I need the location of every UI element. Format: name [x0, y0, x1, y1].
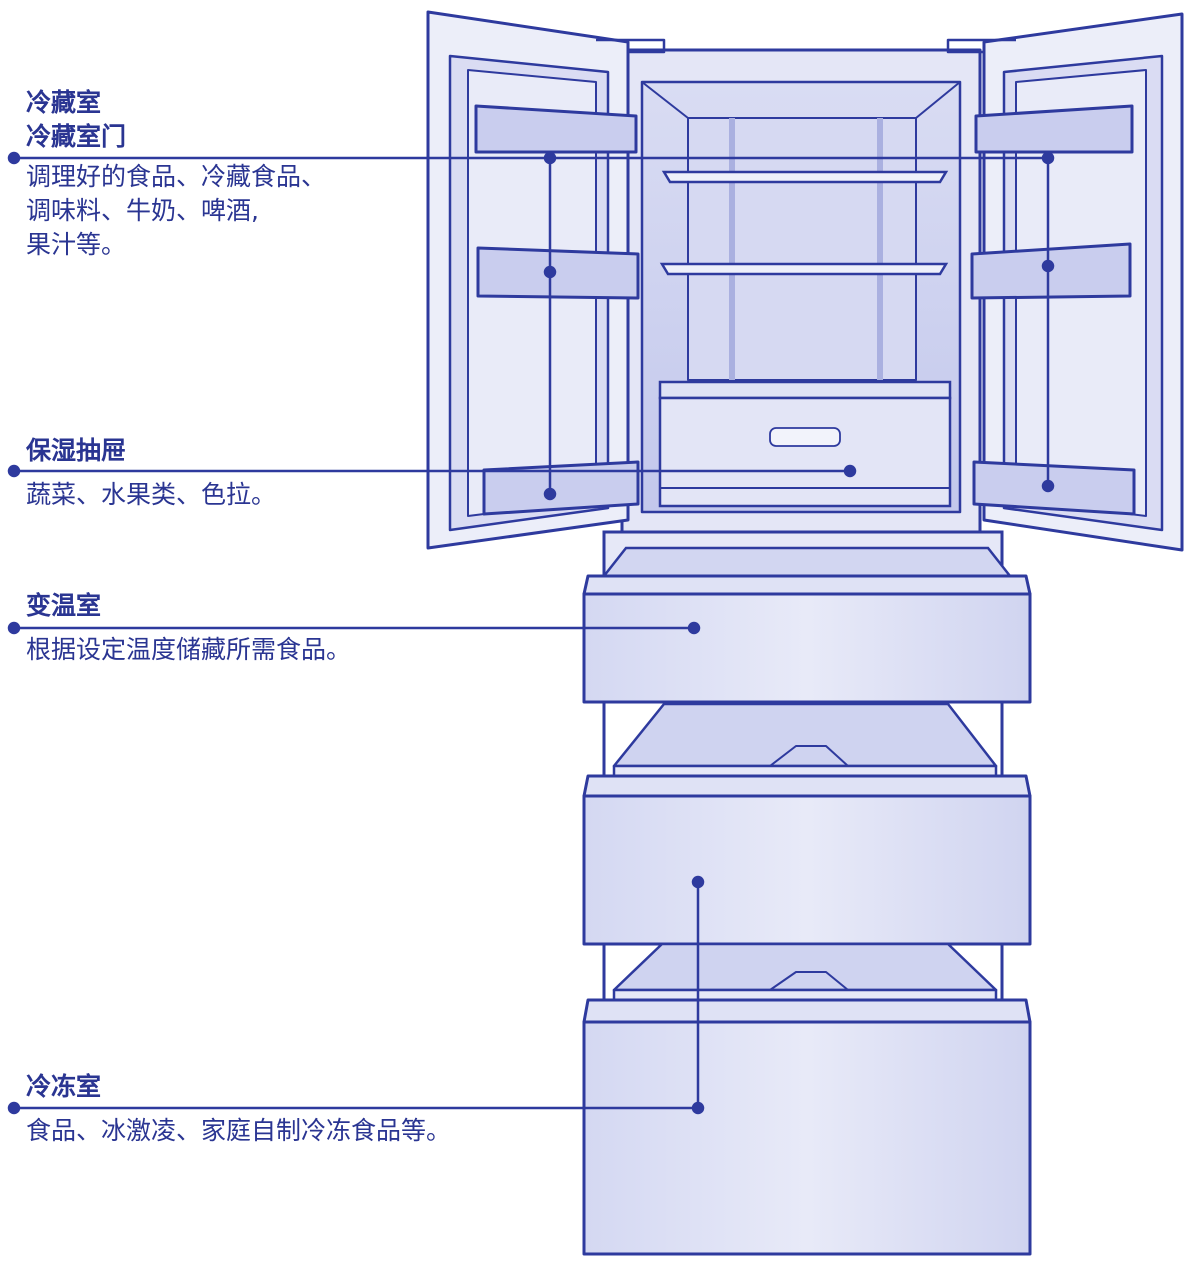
- left-door: [426, 10, 666, 550]
- label-refrigerator-desc-2: 调味料、牛奶、啤酒,: [26, 196, 259, 225]
- label-variable-title: 变温室: [26, 591, 102, 620]
- label-crisper-desc: 蔬菜、水果类、色拉。: [26, 480, 277, 509]
- leader-dot: [1041, 259, 1055, 273]
- freezer-tray-lower: [612, 942, 998, 1002]
- label-freezer-title: 冷冻室: [26, 1072, 102, 1101]
- leader-dot: [1041, 479, 1055, 493]
- leader-dot: [543, 487, 557, 501]
- leader-dot: [691, 875, 705, 889]
- leader-dot: [7, 464, 21, 478]
- label-crisper: 保湿抽屉 蔬菜、水果类、色拉。: [26, 434, 276, 512]
- label-refrigerator-title: 冷藏室: [26, 88, 102, 117]
- label-refrigerator: 冷藏室 冷藏室门 调理好的食品、冷藏食品、 调味料、牛奶、啤酒, 果汁等。: [26, 86, 326, 262]
- label-freezer-desc: 食品、冰激凌、家庭自制冷冻食品等。: [26, 1116, 452, 1145]
- label-refrigerator-desc-1: 调理好的食品、冷藏食品、: [26, 162, 327, 191]
- label-refrigerator-door-title: 冷藏室门: [26, 122, 127, 151]
- label-variable-desc: 根据设定温度储藏所需食品。: [26, 635, 352, 664]
- leader-dot: [843, 464, 857, 478]
- leader-dot: [1041, 151, 1055, 165]
- freezer-drawer-upper: [582, 774, 1032, 946]
- right-door: [946, 12, 1184, 552]
- label-refrigerator-desc-3: 果汁等。: [26, 230, 127, 259]
- variable-temp-drawer: [582, 574, 1032, 704]
- leader-dot: [687, 621, 701, 635]
- label-freezer: 冷冻室 食品、冰激凌、家庭自制冷冻食品等。: [26, 1070, 451, 1148]
- freezer-drawer-lower: [582, 998, 1032, 1256]
- freezer-tray-upper: [612, 702, 998, 778]
- leader-dot: [7, 1101, 21, 1115]
- leader-lines: [7, 151, 1055, 1115]
- fridge-shelves: [659, 170, 949, 276]
- label-crisper-title: 保湿抽屉: [26, 436, 127, 465]
- leader-dot: [7, 621, 21, 635]
- crisper-drawer: [658, 380, 952, 508]
- label-variable: 变温室 根据设定温度储藏所需食品。: [26, 589, 351, 667]
- leader-dot: [543, 151, 557, 165]
- leader-dot: [543, 265, 557, 279]
- leader-dot: [691, 1101, 705, 1115]
- leader-dot: [7, 151, 21, 165]
